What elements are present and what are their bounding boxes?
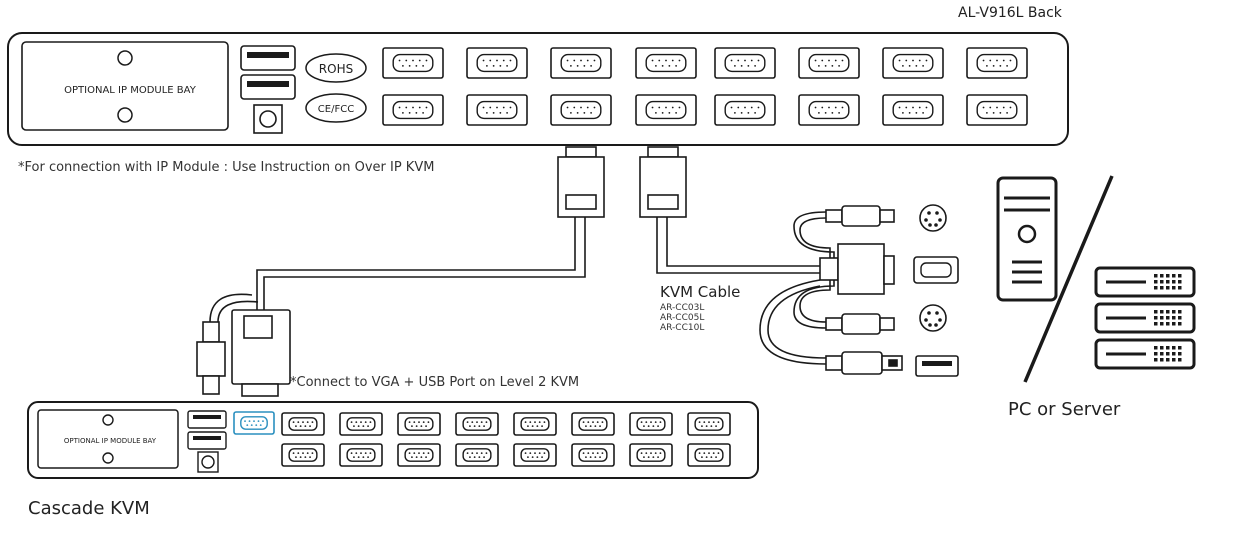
main-bay-label: OPTIONAL IP MODULE BAY — [64, 85, 197, 96]
main-usb-ports — [240, 45, 296, 100]
cascade-cable — [209, 217, 586, 323]
pc-server-label: PC or Server — [1008, 399, 1121, 420]
main-vga-ports — [382, 47, 1028, 126]
ps2-mouse-plug — [825, 313, 895, 335]
rack-unit-2 — [1094, 302, 1196, 334]
vga-port-bottom-2 — [466, 94, 528, 126]
kvm-cable-branches — [759, 211, 835, 365]
rack-unit-3 — [1094, 338, 1196, 370]
cascade-power-icon — [197, 451, 219, 473]
cefcc-badge: CE/FCC — [305, 93, 367, 123]
cascade-vga-port-bottom-6 — [571, 443, 615, 467]
vga-port-bottom-3 — [550, 94, 612, 126]
cascade-vga-port-bottom-5 — [513, 443, 557, 467]
vga-port-top-2 — [466, 47, 528, 79]
kvm-cable-model-2: AR-CC05L — [660, 313, 704, 323]
cascade-vga-console-port-highlighted — [233, 411, 275, 435]
usb-plug — [825, 351, 903, 375]
vga-port-top-7 — [882, 47, 944, 79]
kvm-cable-model-3: AR-CC10L — [660, 323, 704, 333]
rack-unit-1 — [1094, 266, 1196, 298]
cascade-vga-port-top-8 — [687, 412, 731, 436]
cascade-vga-port-top-2 — [339, 412, 383, 436]
cascade-kvm-title: Cascade KVM — [28, 498, 150, 519]
cascade-usb-plug — [196, 321, 226, 395]
vga-plug-to-kvm-cable — [639, 146, 687, 218]
vga-port-top-1 — [382, 47, 444, 79]
vga-port-top-3 — [550, 47, 612, 79]
cascade-vga-port-bottom-1 — [281, 443, 325, 467]
cascade-vga-port-bottom-4 — [455, 443, 499, 467]
cascade-vga-ports — [233, 411, 731, 467]
cascade-vga-port-top-3 — [397, 412, 441, 436]
cascade-usb-ports — [187, 410, 227, 450]
vga-port-bottom-5 — [714, 94, 776, 126]
main-kvm-title: AL-V916L Back — [958, 5, 1063, 21]
vga-plug-to-cascade — [557, 146, 605, 218]
cascade-note: *Connect to VGA + USB Port on Level 2 KV… — [290, 375, 579, 390]
rohs-badge: ROHS — [305, 53, 367, 83]
cascade-vga-port-top-7 — [629, 412, 673, 436]
vga-port-top-4 — [635, 47, 697, 79]
kvm-cable-line — [656, 217, 822, 274]
vga-port-bottom-6 — [798, 94, 860, 126]
vga-port-bottom-7 — [882, 94, 944, 126]
cascade-vga-port-top-1 — [281, 412, 325, 436]
pc-vga-port — [913, 256, 959, 284]
cascade-bay-label: OPTIONAL IP MODULE BAY — [64, 437, 157, 445]
cascade-vga-port-top-6 — [571, 412, 615, 436]
main-power-icon — [253, 104, 283, 134]
rack-server-icon — [1094, 266, 1196, 370]
vga-port-bottom-4 — [635, 94, 697, 126]
vga-port-top-8 — [966, 47, 1028, 79]
vga-port-top-5 — [714, 47, 776, 79]
tower-pc-icon — [996, 176, 1058, 302]
pc-usb-port — [915, 355, 959, 377]
cascade-vga-port-bottom-3 — [397, 443, 441, 467]
kvm-cable-model-1: AR-CC03L — [660, 303, 704, 313]
main-ip-module-bay: OPTIONAL IP MODULE BAY — [21, 41, 229, 131]
pc-ps2-keyboard-port — [919, 204, 947, 232]
svg-text:ROHS: ROHS — [319, 62, 353, 76]
vga-port-top-6 — [798, 47, 860, 79]
cascade-vga-port-bottom-2 — [339, 443, 383, 467]
cascade-vga-plug — [231, 309, 291, 397]
pc-ps2-mouse-port — [919, 304, 947, 332]
cascade-vga-port-bottom-7 — [629, 443, 673, 467]
main-kvm-note: *For connection with IP Module : Use Ins… — [18, 160, 434, 175]
kvm-cable-vga-head — [819, 243, 895, 295]
cascade-vga-port-bottom-8 — [687, 443, 731, 467]
vga-port-bottom-8 — [966, 94, 1028, 126]
ps2-keyboard-plug — [825, 205, 895, 227]
cascade-vga-port-top-5 — [513, 412, 557, 436]
kvm-cable-title: KVM Cable — [660, 283, 740, 301]
cascade-vga-port-top-4 — [455, 412, 499, 436]
cascade-ip-module-bay: OPTIONAL IP MODULE BAY — [37, 409, 179, 469]
divider-slash — [1023, 175, 1114, 383]
svg-text:CE/FCC: CE/FCC — [318, 104, 354, 115]
vga-port-bottom-1 — [382, 94, 444, 126]
